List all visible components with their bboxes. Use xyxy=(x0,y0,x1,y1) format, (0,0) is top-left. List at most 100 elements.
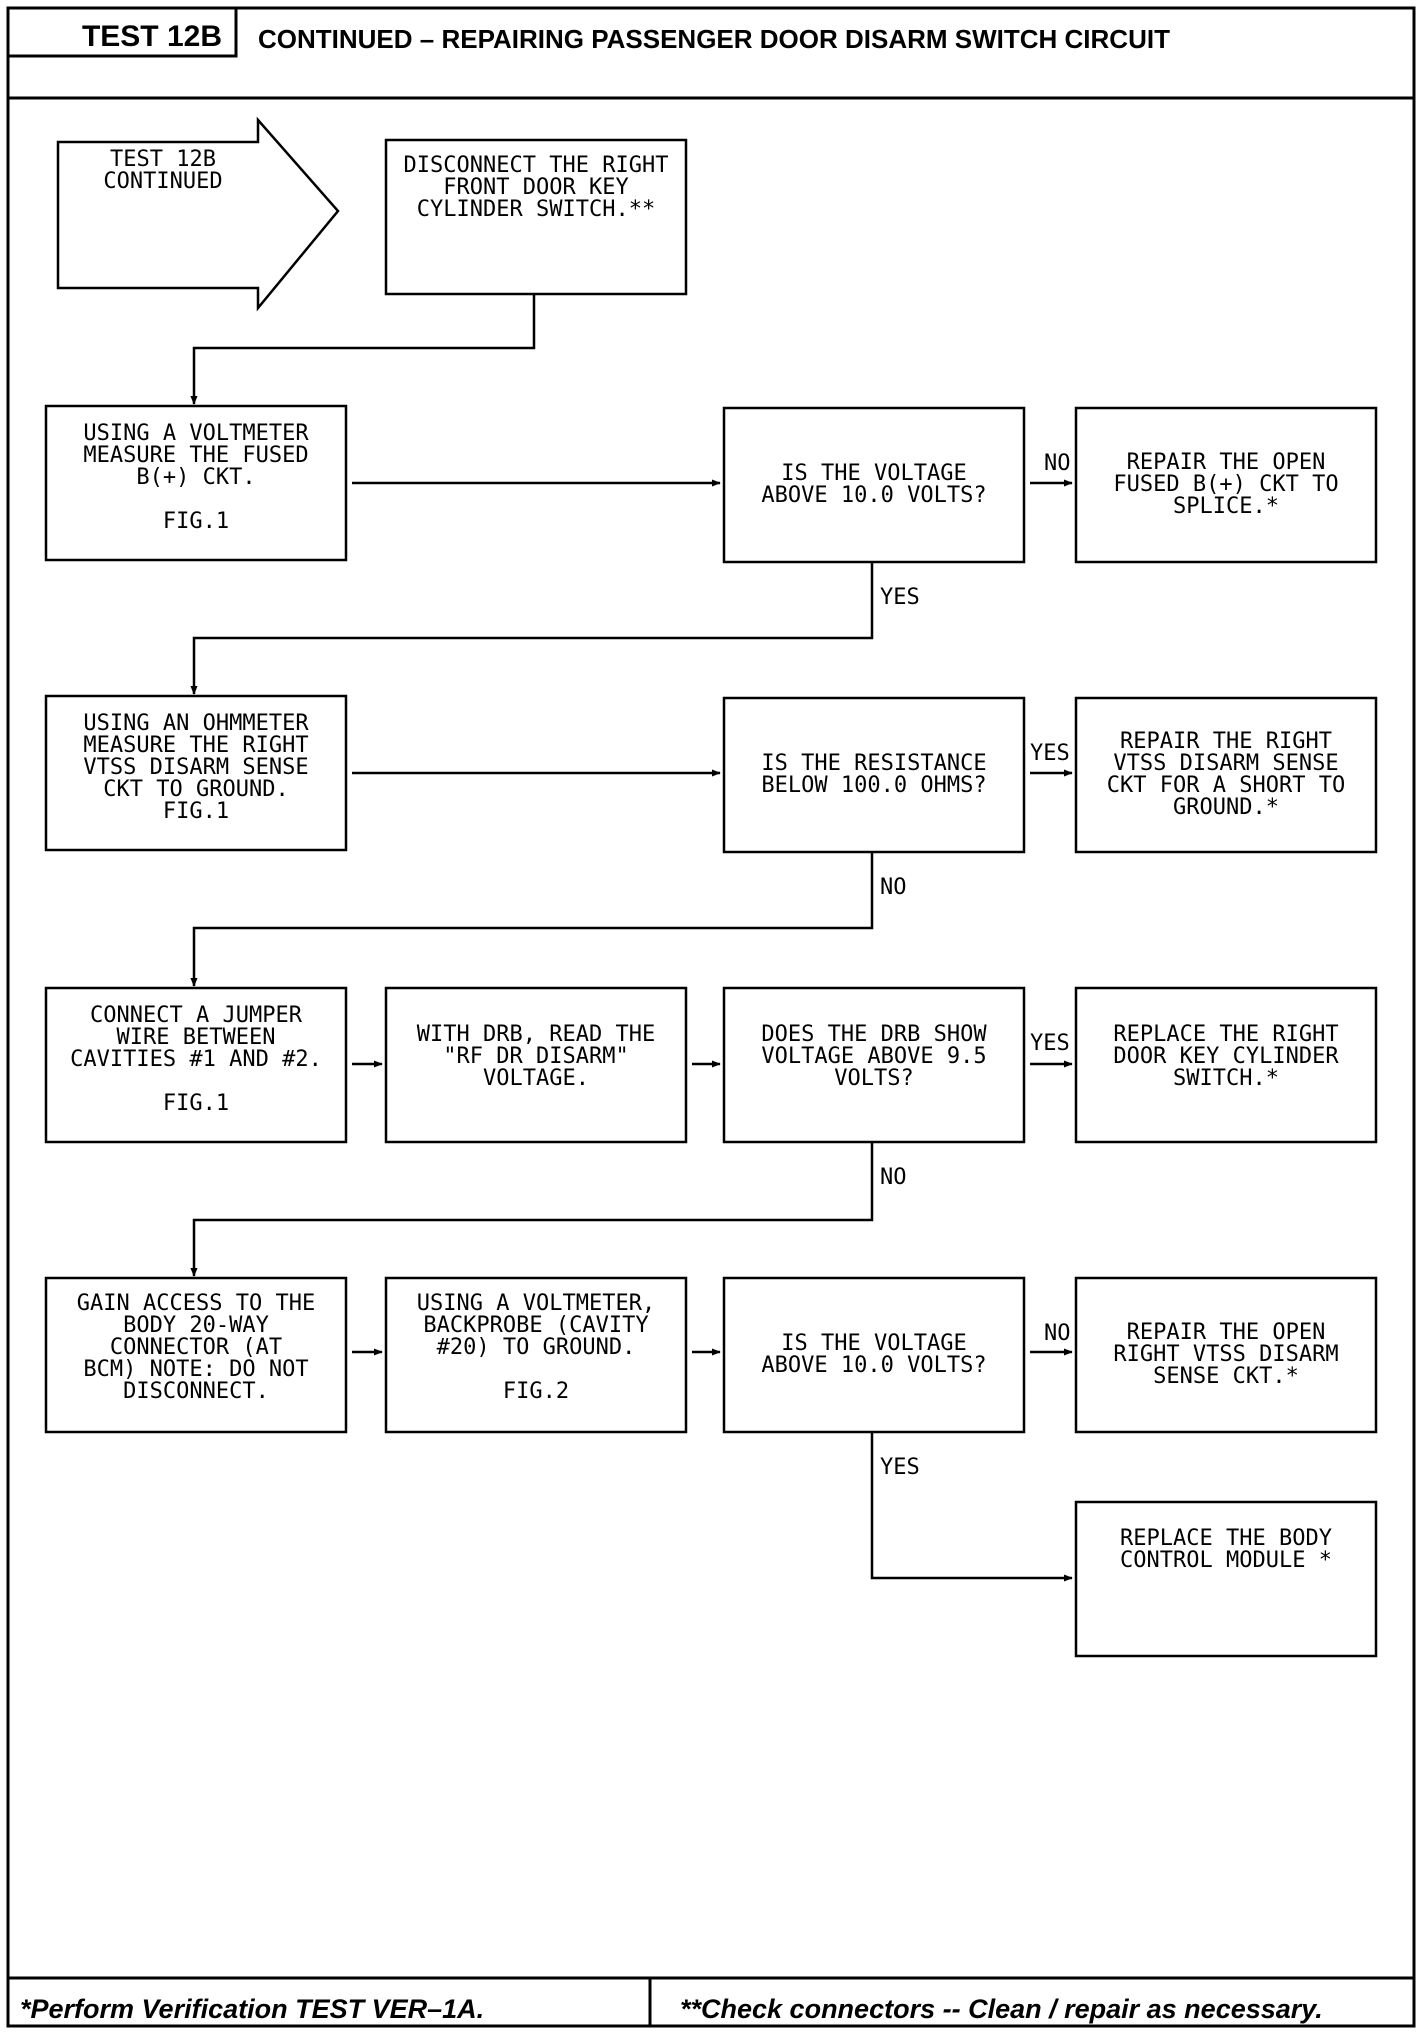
text-line: CONNECTOR (AT xyxy=(110,1335,282,1360)
text-line: VTSS DISARM SENSE xyxy=(83,755,308,780)
connector-decision1-yes xyxy=(190,562,874,695)
text-line: MEASURE THE RIGHT xyxy=(83,733,308,758)
text-line: FUSED B(+) CKT TO xyxy=(1113,472,1338,497)
label-yes-3: YES xyxy=(1030,1031,1070,1056)
text-line: VOLTAGE. xyxy=(483,1066,589,1091)
footer-connector-note: **Check connectors -- Clean / repair as … xyxy=(680,1994,1323,2024)
text-line: RIGHT VTSS DISARM xyxy=(1113,1342,1338,1367)
label-no-4: NO xyxy=(1044,1321,1071,1346)
text-line: DISCONNECT. xyxy=(123,1379,269,1404)
text-line: REPAIR THE OPEN xyxy=(1127,1320,1326,1345)
ohmmeter-box xyxy=(44,694,348,852)
text-line: DOOR KEY CYLINDER xyxy=(1113,1044,1339,1069)
start-arrow-shape xyxy=(56,116,340,312)
text-line: WIRE BETWEEN xyxy=(117,1025,276,1050)
text-line: DOES THE DRB SHOW xyxy=(761,1022,987,1047)
connector-disconnect-to-measure xyxy=(190,294,536,405)
text-line: GAIN ACCESS TO THE xyxy=(77,1291,315,1316)
voltage-decision-2-box xyxy=(722,1276,1026,1434)
text-line: FIG.2 xyxy=(503,1379,569,1404)
text-line: VOLTAGE ABOVE 9.5 xyxy=(761,1044,986,1069)
connector-decision2-yes xyxy=(870,1432,1073,1582)
text-line: SENSE CKT.* xyxy=(1153,1364,1299,1389)
text-line: REPAIR THE RIGHT xyxy=(1120,729,1332,754)
page-title: CONTINUED – REPAIRING PASSENGER DOOR DIS… xyxy=(258,24,1170,54)
text-line: CONTINUED xyxy=(103,169,222,194)
label-yes-4: YES xyxy=(880,1455,920,1480)
backprobe-box xyxy=(384,1276,688,1434)
text-line: GROUND.* xyxy=(1173,795,1279,820)
text-line: USING AN OHMMETER xyxy=(83,711,309,736)
text-line: BCM) NOTE: DO NOT xyxy=(83,1357,308,1382)
text-line: FIG.1 xyxy=(163,509,229,534)
text-line: CONNECT A JUMPER xyxy=(90,1003,303,1028)
drb-read-text: WITH DRB, READ THE"RF DR DISARM"VOLTAGE. xyxy=(417,1022,655,1091)
replace-bcm-box xyxy=(1074,1500,1378,1658)
text-line: VTSS DISARM SENSE xyxy=(1113,751,1338,776)
backprobe-text: USING A VOLTMETER,BACKPROBE (CAVITY#20) … xyxy=(417,1291,655,1404)
measure-fused-box xyxy=(44,404,348,562)
drb-decision-box xyxy=(722,986,1026,1144)
resistance-decision-box xyxy=(722,696,1026,854)
label-no-2: NO xyxy=(880,875,907,900)
text-line: CKT TO GROUND. xyxy=(103,777,288,802)
connector-drb-no xyxy=(190,1142,874,1277)
text-line: REPLACE THE BODY xyxy=(1120,1526,1332,1551)
text-line: REPLACE THE RIGHT xyxy=(1113,1022,1338,1047)
text-line: BELOW 100.0 OHMS? xyxy=(761,773,986,798)
repair-short-box xyxy=(1074,696,1378,854)
label-yes-1: YES xyxy=(880,585,920,610)
text-line: DISCONNECT THE RIGHT xyxy=(404,153,669,178)
text-line: FIG.1 xyxy=(163,1091,229,1116)
text-line: #20) TO GROUND. xyxy=(437,1335,636,1360)
repair-sense-box xyxy=(1074,1276,1378,1434)
text-line: ABOVE 10.0 VOLTS? xyxy=(761,1353,986,1378)
label-yes-2: YES xyxy=(1030,741,1070,766)
text-line: CAVITIES #1 AND #2. xyxy=(70,1047,322,1072)
test-label-box xyxy=(6,6,238,58)
text-line: USING A VOLTMETER xyxy=(83,421,309,446)
text-line: IS THE RESISTANCE xyxy=(761,751,986,776)
label-no-1: NO xyxy=(1044,451,1071,476)
text-line: SPLICE.* xyxy=(1173,494,1279,519)
disconnect-switch-box xyxy=(384,138,688,296)
text-line: FRONT DOOR KEY xyxy=(443,175,628,200)
text-line: CKT FOR A SHORT TO xyxy=(1107,773,1345,798)
text-line: USING A VOLTMETER, xyxy=(417,1291,655,1316)
voltage-decision-1-box xyxy=(722,406,1026,564)
text-line: IS THE VOLTAGE xyxy=(781,461,966,486)
text-line: CYLINDER SWITCH.** xyxy=(417,197,655,222)
repair-fused-box xyxy=(1074,406,1378,564)
text-line: MEASURE THE FUSED xyxy=(83,443,308,468)
text-line: FIG.1 xyxy=(163,799,229,824)
text-line: BACKPROBE (CAVITY xyxy=(423,1313,648,1338)
text-line: SWITCH.* xyxy=(1173,1066,1279,1091)
text-line: B(+) CKT. xyxy=(136,465,255,490)
text-line: VOLTS? xyxy=(834,1066,913,1091)
outer-frame xyxy=(6,6,1416,2028)
gain-access-box xyxy=(44,1276,348,1434)
text-line: BODY 20-WAY xyxy=(123,1313,269,1338)
text-line: TEST 12B xyxy=(110,147,216,172)
test-label: TEST 12B xyxy=(82,20,222,53)
connector-resistance-no xyxy=(190,852,874,987)
text-line: REPAIR THE OPEN xyxy=(1127,450,1326,475)
jumper-box xyxy=(44,986,348,1144)
footer-verification-note: *Perform Verification TEST VER–1A. xyxy=(20,1994,484,2024)
replace-switch-box xyxy=(1074,986,1378,1144)
